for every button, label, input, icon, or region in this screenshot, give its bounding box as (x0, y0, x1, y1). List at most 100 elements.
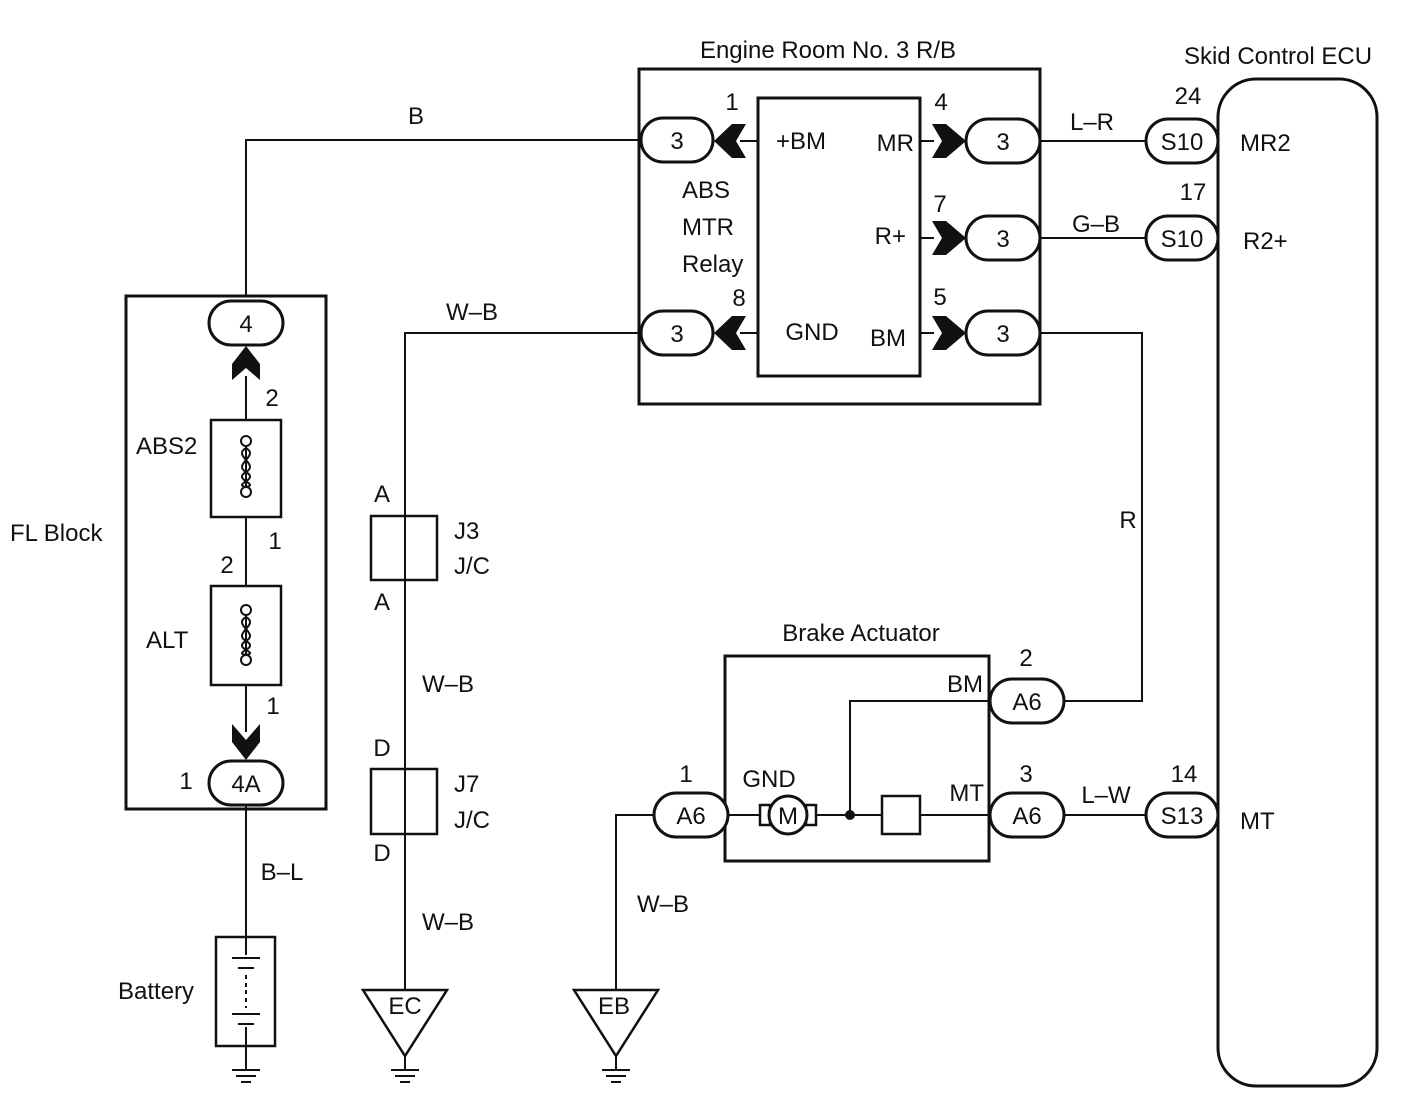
wire-label-l-w: L–W (1081, 782, 1131, 809)
pin-actuator-bm: 2 (1019, 645, 1032, 672)
pin-fl-4a: 1 (179, 768, 192, 795)
connector-a6-gnd (652, 791, 730, 839)
wire-b (245, 139, 640, 297)
label-actuator-gnd: GND (742, 766, 795, 793)
connector-a6-bm (988, 677, 1066, 725)
svg-text:4A: 4A (231, 771, 260, 798)
svg-text:3: 3 (996, 129, 1009, 156)
ground-eb: EB (571, 988, 661, 1083)
wire-actuator-gnd (615, 814, 654, 990)
connector-r-plus (964, 214, 1042, 262)
label-mr: MR (877, 130, 914, 157)
pin-alt-bot: 1 (266, 693, 279, 720)
skid-control-ecu: Skid Control ECU S10 24 MR2 S10 17 R2+ S… (1144, 43, 1379, 1088)
actuator-module (880, 794, 922, 836)
label-ecu-mr2: MR2 (1240, 130, 1291, 157)
label-bm: BM (870, 325, 906, 352)
wire-label-b-l: B–L (261, 859, 304, 886)
brake-actuator-title: Brake Actuator (782, 620, 939, 647)
engine-room-rb-title: Engine Room No. 3 R/B (700, 37, 956, 64)
connector-bm-plus (639, 116, 715, 164)
pin-mr: 4 (934, 89, 947, 116)
pin-alt-top: 2 (220, 552, 233, 579)
connector-fl-4 (207, 299, 285, 347)
connector-gnd (639, 309, 715, 357)
wire-label-g-b: G–B (1072, 211, 1120, 238)
pin-actuator-mt: 3 (1019, 761, 1032, 788)
j7-pin-top: D (373, 735, 390, 762)
wire-label-j3-j7: W–B (422, 671, 474, 698)
connector-s10-mr2 (1144, 117, 1220, 165)
svg-text:3: 3 (996, 226, 1009, 253)
ground-eb-label: EB (598, 993, 630, 1020)
label-actuator-mt: MT (949, 780, 984, 807)
engine-room-rb: Engine Room No. 3 R/B 3 1 +BM 3 8 GND AB… (637, 37, 1042, 406)
pin-r-plus: 7 (933, 191, 946, 218)
pin-actuator-gnd: 1 (679, 761, 692, 788)
svg-text:3: 3 (996, 321, 1009, 348)
arrow-r-plus (932, 221, 966, 255)
label-ecu-mt: MT (1240, 808, 1275, 835)
pin-abs2-bot: 1 (268, 528, 281, 555)
svg-text:3: 3 (670, 128, 683, 155)
j7-name: J7 (454, 771, 479, 798)
j3-pin-top: A (374, 481, 390, 508)
svg-text:4: 4 (239, 311, 252, 338)
svg-text:S13: S13 (1161, 803, 1204, 830)
pin-bm: 5 (933, 284, 946, 311)
arrow-fl-up (232, 346, 260, 380)
pin-bm-plus: 1 (725, 89, 738, 116)
connector-s13-mt (1144, 791, 1220, 839)
junction-j3: A A J3 J/C (369, 481, 490, 616)
j7-pin-bot: D (373, 840, 390, 867)
svg-text:A6: A6 (1012, 803, 1041, 830)
wire-label-b: B (408, 103, 424, 130)
ground-ec-label: EC (388, 993, 421, 1020)
connector-a6-mt (988, 791, 1066, 839)
connector-mr (964, 117, 1042, 165)
svg-text:S10: S10 (1161, 129, 1204, 156)
fl-block-title: FL Block (10, 520, 103, 547)
label-ecu-r2plus: R2+ (1243, 228, 1288, 255)
svg-text:A6: A6 (1012, 689, 1041, 716)
connector-s10-r2plus (1144, 214, 1220, 262)
label-actuator-bm: BM (947, 671, 983, 698)
relay-name-2: MTR (682, 214, 734, 241)
pin-abs2-top: 2 (265, 385, 278, 412)
connector-bm (964, 309, 1042, 357)
arrow-fl-down (232, 724, 260, 760)
svg-text:S10: S10 (1161, 226, 1204, 253)
arrow-gnd (714, 316, 746, 350)
wire-r (1040, 332, 1143, 702)
svg-text:3: 3 (670, 321, 683, 348)
arrow-bm-plus (714, 124, 746, 158)
pin-gnd: 8 (732, 285, 745, 312)
j3-name: J3 (454, 518, 479, 545)
wire-label-l-r: L–R (1070, 109, 1114, 136)
fl-block: FL Block 4 2 ABS2 1 2 ALT 1 4A 1 (10, 294, 328, 811)
battery: Battery (118, 935, 277, 1083)
j3-sub: J/C (454, 553, 490, 580)
wire-label-actuator-gnd: W–B (637, 891, 689, 918)
j7-sub: J/C (454, 807, 490, 834)
relay-name-3: Relay (682, 251, 743, 278)
wire-label-relay-gnd: W–B (446, 299, 498, 326)
label-alt: ALT (146, 627, 189, 654)
relay-name-1: ABS (682, 177, 730, 204)
pin-ecu-24: 24 (1175, 83, 1202, 110)
pin-ecu-17: 17 (1180, 179, 1207, 206)
skid-ecu-title: Skid Control ECU (1184, 43, 1372, 70)
svg-text:A6: A6 (676, 803, 705, 830)
junction-dot (845, 810, 855, 820)
junction-j7: D D J7 J/C (369, 735, 490, 867)
label-gnd: GND (785, 319, 838, 346)
ground-ec: EC (360, 988, 450, 1083)
brake-actuator: Brake Actuator M A6 2 BM A6 3 MT A6 1 GN… (652, 620, 1066, 863)
wire-relay-gnd (404, 332, 640, 990)
arrow-mr (932, 124, 966, 158)
label-bm-plus: +BM (776, 128, 826, 155)
motor-icon (767, 794, 809, 836)
motor-label: M (778, 803, 798, 830)
wire-label-j7-ec: W–B (422, 909, 474, 936)
